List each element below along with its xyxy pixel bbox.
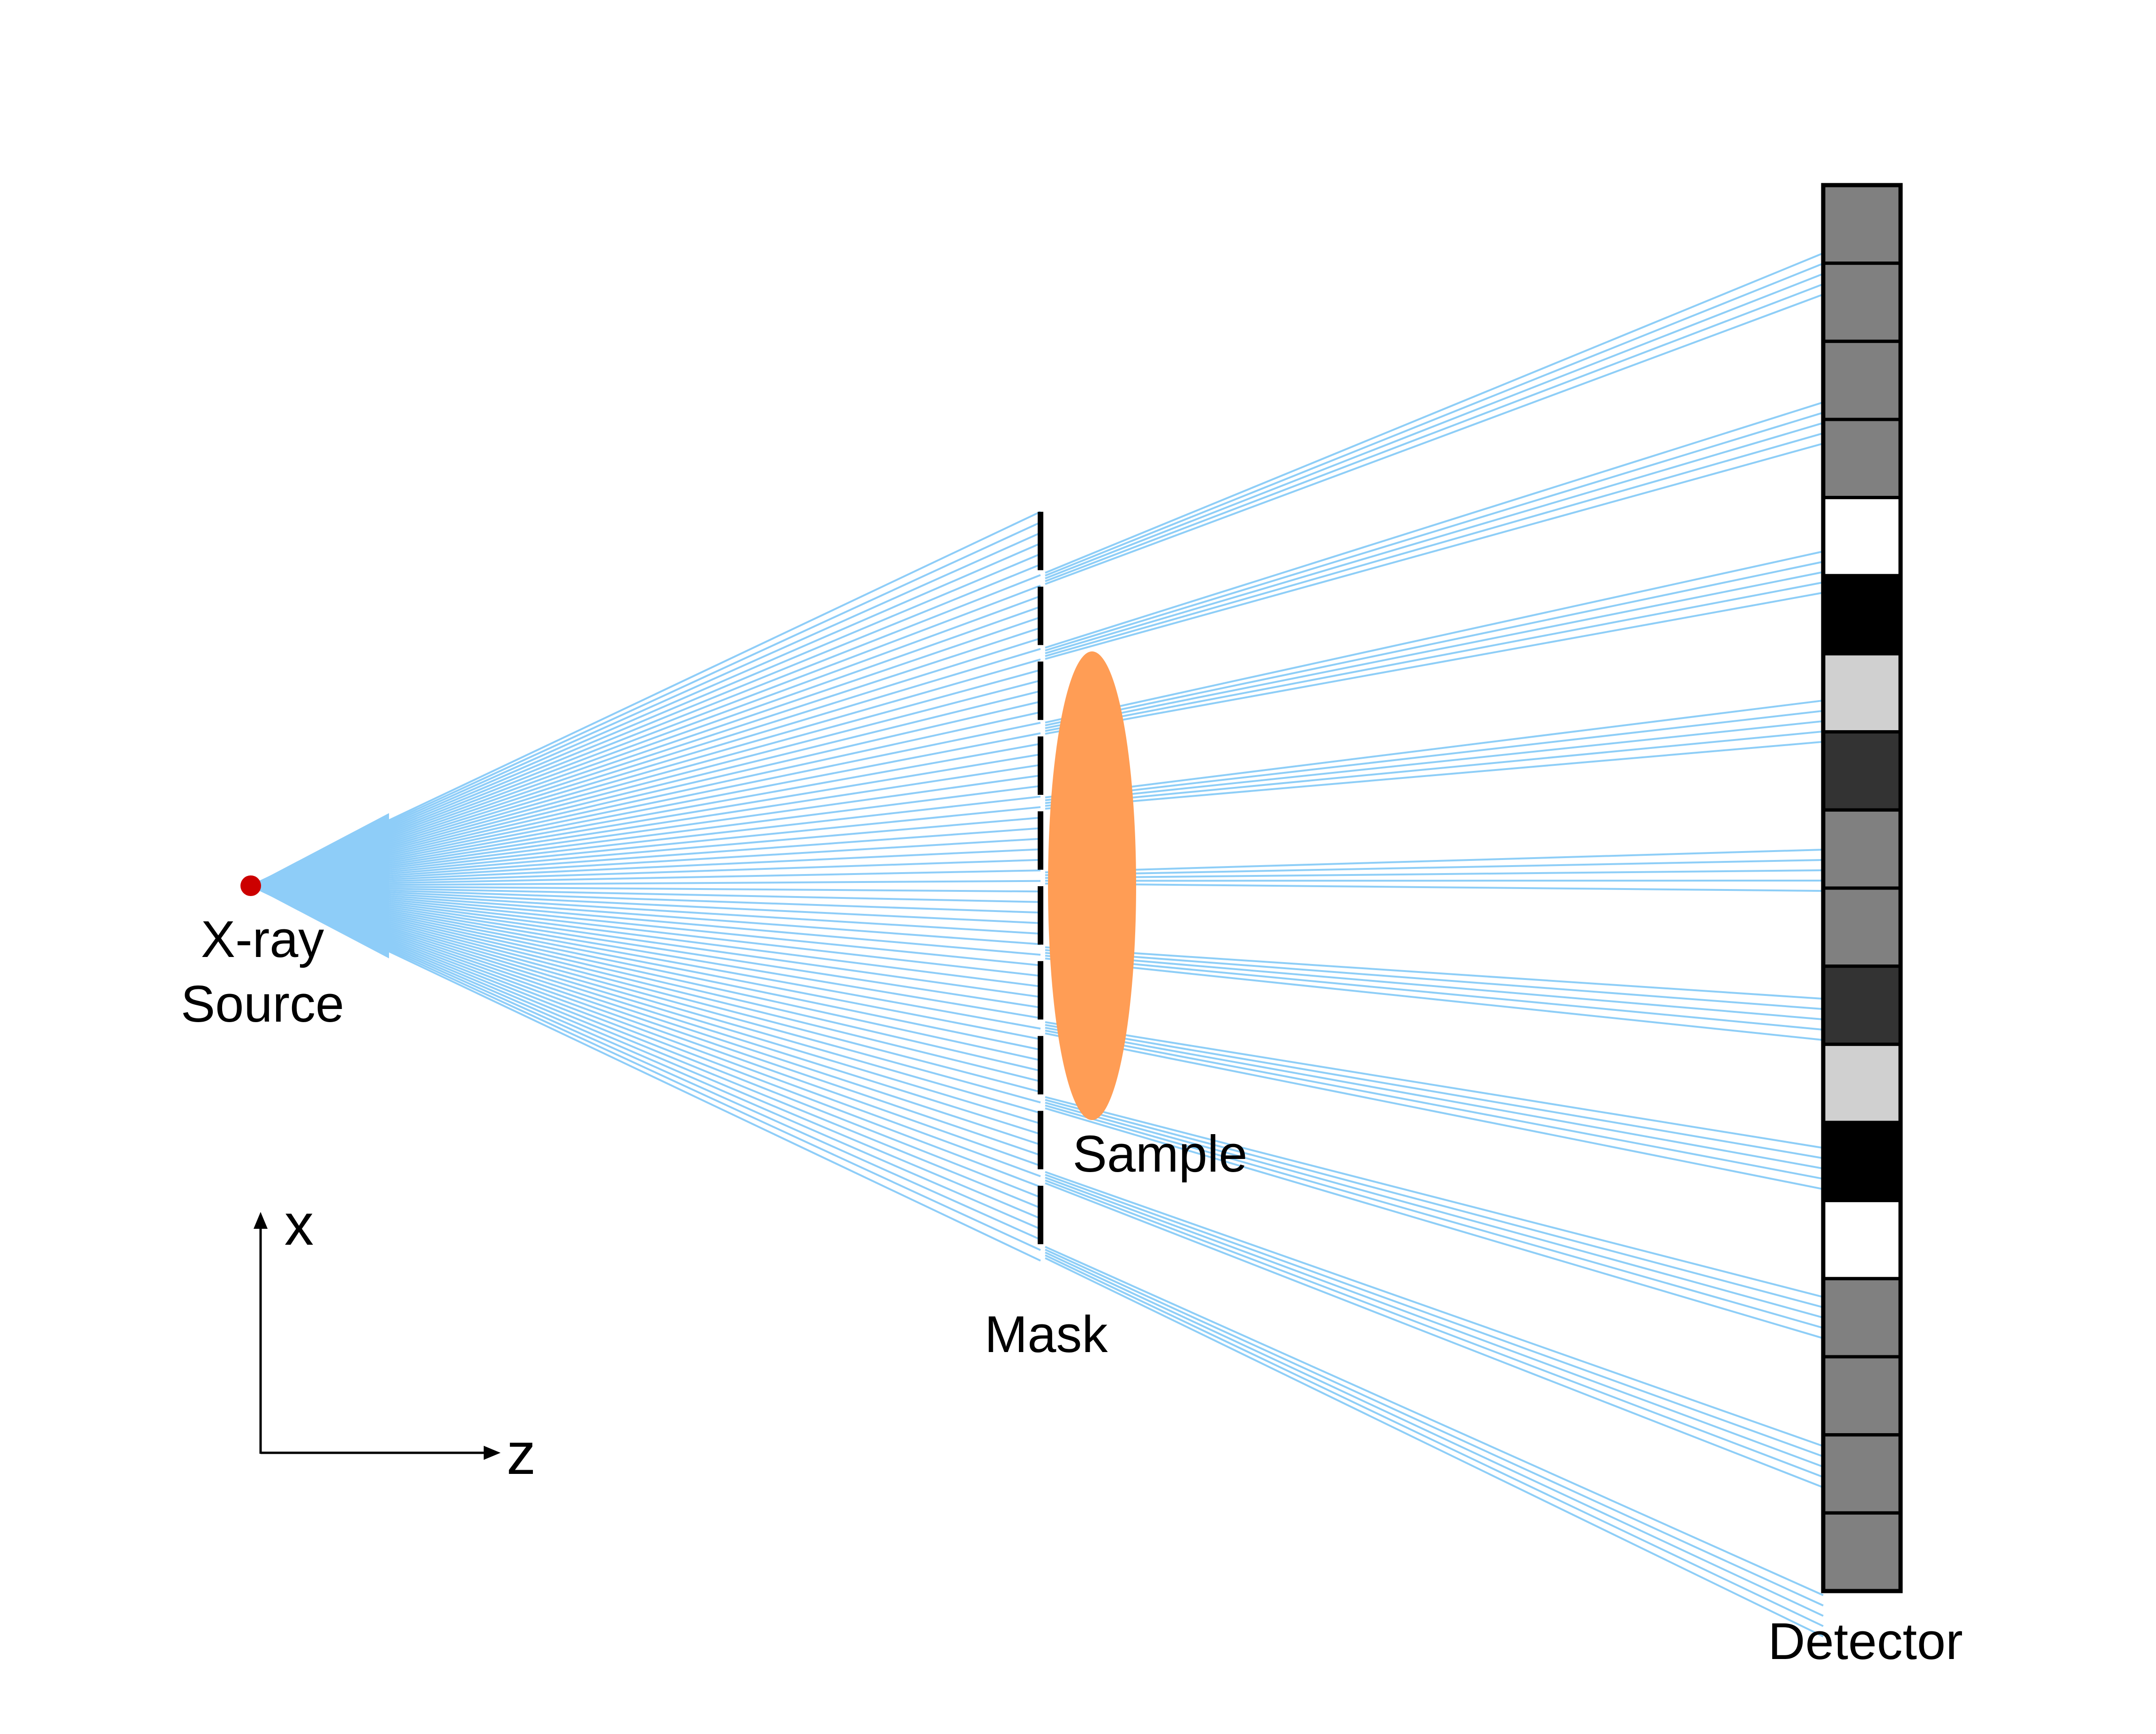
detector-pixel [1821,574,1902,656]
beamlet-ray [1045,550,1824,724]
beamlet-ray [1045,1246,1824,1596]
beamlet-ray [1045,1254,1824,1627]
beamlet-ray [1045,949,1824,1010]
mask-bar [1038,1036,1043,1095]
detector-pixel [1821,183,1902,265]
mask-bar [1038,1186,1043,1244]
mask-bar [1038,811,1043,870]
z-axis-arrowhead [484,1446,501,1460]
beamlet-ray [1045,422,1824,654]
beamlet-ray [1045,720,1824,804]
beamlet-ray [1045,571,1824,729]
detector-pixel [1821,418,1902,500]
mask-grating [1038,512,1043,1244]
detector-pixel [1821,1355,1902,1437]
detector-array [1821,183,1903,1593]
detector-pixel [1821,1511,1902,1593]
detector-pixel [1821,964,1902,1046]
mask-bar [1038,886,1043,945]
sample-ellipse [1048,651,1136,1120]
beamlet-ray [1045,1179,1824,1478]
beamlet-ray [1045,859,1824,876]
beamlet-ray [1045,955,1824,1031]
detector-pixel [1821,652,1902,734]
xray-source-dot [240,875,261,896]
detector-pixel [1821,808,1902,890]
detector-pixel [1821,1199,1902,1280]
detector-pixel [1821,1042,1902,1124]
beamlet-ray [1045,591,1824,735]
beamlet-ray [1045,1027,1824,1170]
detector-pixel [1821,339,1902,421]
beamlet-ray [1045,1021,1824,1149]
beamlet-ray [1045,1107,1824,1339]
beamlet-ray [1045,1104,1824,1329]
mask-bar [1038,586,1043,645]
source-label-line1: X-ray [201,911,324,968]
beamlet-ray [1045,1024,1824,1159]
mask-label: Mask [985,1306,1108,1363]
beamlets [1045,252,1824,1637]
detector-pixel [1821,1277,1902,1359]
x-axis-label: x [284,1192,314,1257]
beamlet-ray [1045,1248,1824,1607]
detector-pixel [1821,262,1902,343]
beamlet-ray [1045,946,1824,1000]
detector-pixel [1821,1121,1902,1203]
beamlet-ray [1045,1101,1824,1319]
detector-label: Detector [1768,1613,1963,1670]
beamlet-ray [1045,442,1824,660]
axes [254,1212,501,1460]
z-axis-label: z [507,1421,536,1487]
mask-bar [1038,736,1043,795]
fan-core [251,813,389,958]
beamlet-ray [1045,252,1824,574]
beamlet-ray [1045,848,1824,874]
beamlet-ray [1045,1096,1824,1298]
beamlet-ray [1045,740,1824,810]
beamlet-ray [1045,1251,1824,1617]
mask-bar [1038,961,1043,1020]
beamlet-ray [1045,262,1824,577]
detector-outline [1821,183,1903,1593]
beamlet-ray [1045,411,1824,651]
beamlet-ray [1045,432,1824,657]
beamlet-ray [1045,1176,1824,1468]
beamlet-ray [1045,882,1824,892]
beamlet-ray [1045,1099,1824,1308]
sample-label: Sample [1073,1125,1248,1183]
beamlet-ray [1045,1182,1824,1488]
beamlet-ray [1045,581,1824,732]
mask-bar [1038,661,1043,720]
beamlet-ray [1045,699,1824,799]
beamlet-ray [1045,561,1824,726]
beamlet-ray [1045,1171,1824,1447]
mask-bar [1038,512,1043,570]
source-label-line2: Source [181,975,344,1033]
beamlet-ray [1045,710,1824,801]
beamlet-ray [1045,1032,1824,1190]
detector-pixel [1821,496,1902,577]
detector-pixel [1821,1433,1902,1515]
detector-pixel [1821,886,1902,968]
beamlet-ray [1045,869,1824,879]
mask-bar [1038,1111,1043,1170]
beamlet-ray [1045,952,1824,1021]
detector-pixel [1821,730,1902,812]
beamlet-ray [1045,401,1824,649]
beamlet-ray [1045,1030,1824,1180]
beamlet-ray [1045,957,1824,1041]
beamlet-ray [1045,283,1824,583]
beamlet-ray [1045,730,1824,807]
beamlet-ray [1045,1257,1824,1637]
x-axis-arrowhead [254,1212,268,1229]
beamlet-ray [1045,273,1824,580]
beamlet-ray [1045,293,1824,585]
fan-rays [250,511,1041,1262]
beamlet-ray [1045,1173,1824,1457]
